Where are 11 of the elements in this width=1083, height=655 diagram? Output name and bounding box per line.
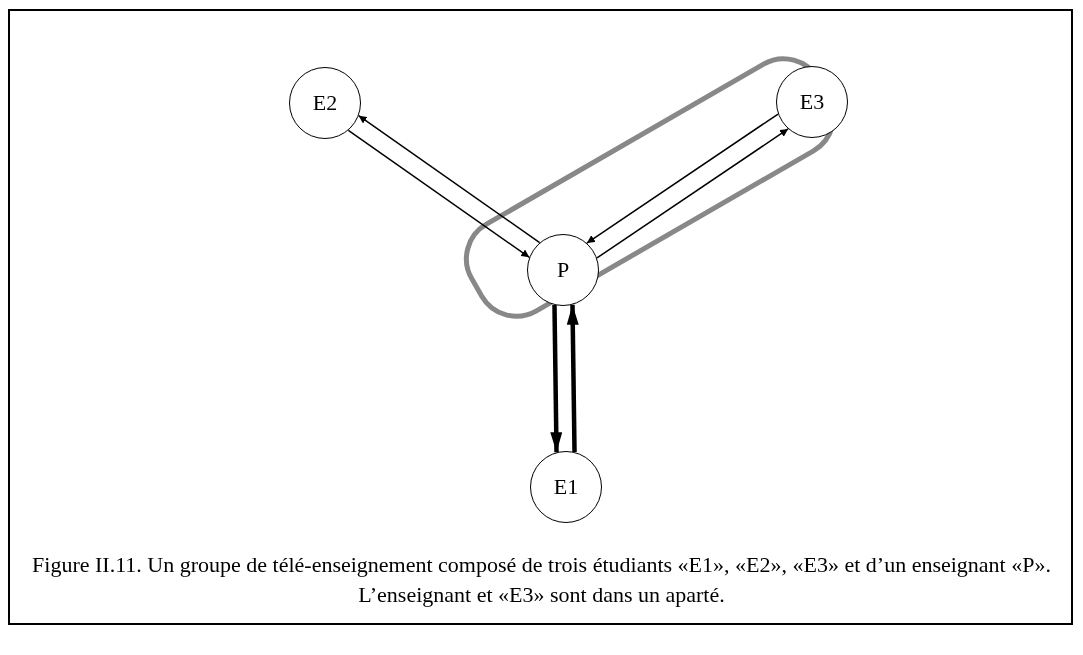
person-circle: E3: [776, 66, 848, 138]
figure-caption: Figure II.11. Un groupe de télé-enseignement composé de trois étudiants «E1», «E2», «E3» et d’un enseignant «P». L’enseignant et «E3» sont dans un aparté.: [31, 551, 1052, 609]
arrow: [596, 128, 789, 259]
arrow: [550, 304, 563, 453]
arrow: [566, 304, 579, 453]
person-circle: E2: [289, 67, 361, 139]
arrow: [586, 113, 779, 244]
arrow: [347, 129, 531, 259]
person-circle: E1: [530, 451, 602, 523]
person-circle: P: [527, 234, 599, 306]
arrow: [357, 114, 541, 244]
